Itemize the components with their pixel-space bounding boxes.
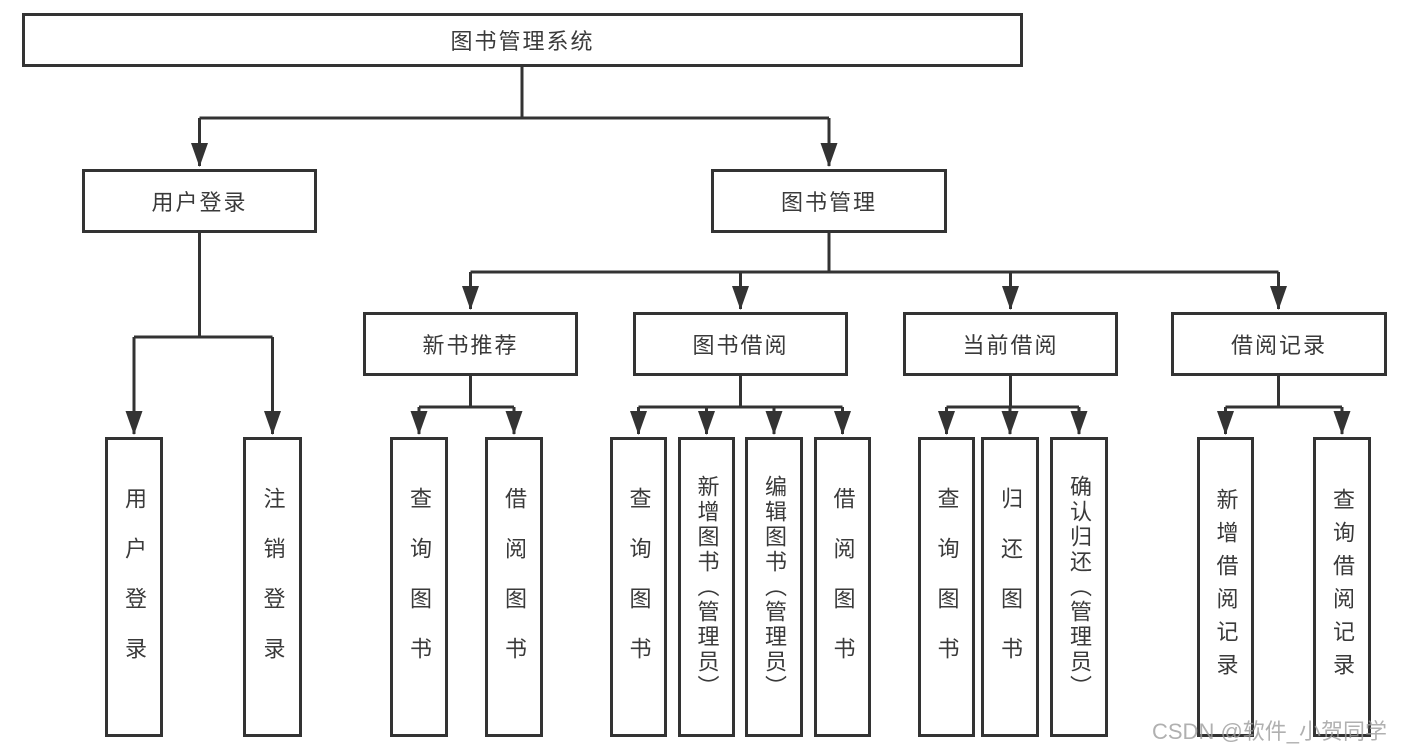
- node-edit-books-admin: 编辑图书（管理员）: [745, 437, 803, 737]
- node-user-login: 用户登录: [82, 169, 317, 233]
- node-new-book-recommend: 新书推荐: [363, 312, 578, 376]
- node-current-query-books: 查询图书: [918, 437, 975, 737]
- node-book-management-label: 图书管理: [780, 190, 877, 215]
- node-current-query-books-label: 查询图书: [934, 487, 960, 687]
- node-borrow-borrow-books: 借阅图书: [814, 437, 871, 737]
- node-add-borrow-record: 新增借阅记录: [1197, 437, 1254, 737]
- node-add-borrow-record-label: 新增借阅记录: [1213, 488, 1239, 686]
- node-user-login-leaf-label: 用户登录: [122, 487, 147, 687]
- node-newbook-query-books-label: 查询图书: [407, 487, 432, 687]
- node-borrow-borrow-books-label: 借阅图书: [830, 487, 856, 687]
- node-newbook-borrow-books-label: 借阅图书: [502, 487, 527, 687]
- node-confirm-return-admin: 确认归还（管理员）: [1050, 437, 1108, 737]
- node-newbook-borrow-books: 借阅图书: [485, 437, 543, 737]
- csdn-watermark: CSDN @软件_小贺同学: [1152, 719, 1388, 744]
- node-logout: 注销登录: [243, 437, 302, 737]
- node-query-borrow-record: 查询借阅记录: [1313, 437, 1371, 737]
- node-return-books-label: 归还图书: [998, 487, 1023, 687]
- node-user-login-label: 用户登录: [151, 190, 248, 215]
- node-logout-label: 注销登录: [260, 487, 286, 687]
- node-book-borrow-label: 图书借阅: [692, 333, 789, 358]
- node-query-borrow-record-label: 查询借阅记录: [1330, 488, 1355, 686]
- node-user-login-leaf: 用户登录: [105, 437, 163, 737]
- node-book-management: 图书管理: [711, 169, 947, 233]
- node-borrow-records: 借阅记录: [1171, 312, 1387, 376]
- node-book-borrow: 图书借阅: [633, 312, 848, 376]
- node-library-system-label: 图书管理系统: [450, 29, 595, 54]
- node-new-book-recommend-label: 新书推荐: [422, 333, 519, 358]
- node-borrow-records-label: 借阅记录: [1230, 333, 1327, 358]
- node-borrow-query-books-label: 查询图书: [626, 487, 652, 687]
- node-add-books-admin-label: 新增图书（管理员）: [694, 474, 720, 700]
- node-current-borrow: 当前借阅: [903, 312, 1118, 376]
- node-current-borrow-label: 当前借阅: [962, 333, 1059, 358]
- node-borrow-query-books: 查询图书: [610, 437, 667, 737]
- node-edit-books-admin-label: 编辑图书（管理员）: [762, 474, 787, 700]
- node-confirm-return-admin-label: 确认归还（管理员）: [1067, 474, 1092, 700]
- node-newbook-query-books: 查询图书: [390, 437, 448, 737]
- node-add-books-admin: 新增图书（管理员）: [678, 437, 735, 737]
- node-return-books: 归还图书: [981, 437, 1039, 737]
- node-library-system: 图书管理系统: [22, 13, 1023, 67]
